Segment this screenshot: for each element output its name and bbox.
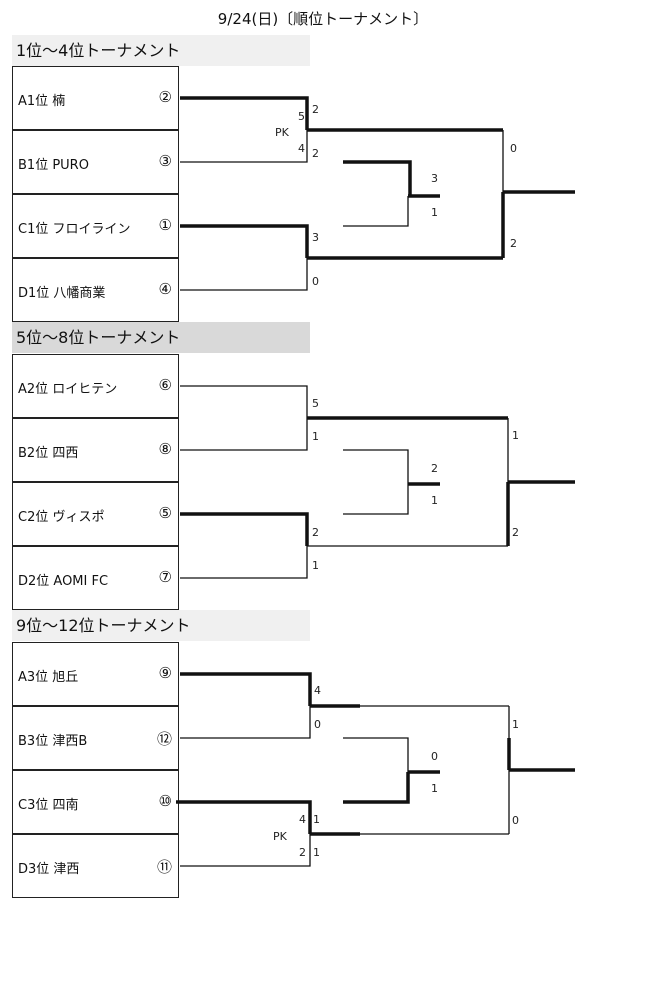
bracket-line [180, 96, 309, 130]
team-name: D2位 AOMI FC [18, 574, 109, 589]
bracket-line [180, 512, 309, 546]
bracket-line [343, 484, 409, 515]
team-box: A1位 楠 ② [12, 66, 179, 130]
score: 2 [431, 462, 438, 475]
bracket-line [343, 449, 409, 484]
score: 1 [512, 718, 519, 731]
score: 2 [312, 526, 319, 539]
team-box: D1位 八幡商業 ④ [12, 258, 179, 322]
pk-score: 4 [298, 142, 305, 155]
team-name: A2位 ロイヒテン [18, 382, 118, 397]
team-box: D2位 AOMI FC ⑦ [12, 546, 179, 610]
score: 0 [312, 275, 319, 288]
section-heading-5-8: 5位～8位トーナメント [12, 322, 310, 353]
team-name: B1位 PURO [18, 158, 89, 173]
team-name: A1位 楠 [18, 94, 66, 109]
team-name: C2位 ヴィスポ [18, 510, 105, 525]
bracket-line [180, 672, 312, 706]
team-name: D3位 津西 [18, 862, 80, 877]
score: 1 [431, 206, 438, 219]
score: 1 [431, 782, 438, 795]
score: 3 [431, 172, 438, 185]
pk-score: 4 [299, 813, 306, 826]
bracket-line [343, 196, 409, 227]
pk-score: 2 [299, 846, 306, 859]
score: 1 [512, 429, 519, 442]
pk-label: PK [275, 126, 290, 139]
pk-score: 5 [298, 110, 305, 123]
section-heading-1-4: 1位～4位トーナメント [12, 35, 310, 66]
team-seed: ⑪ [156, 858, 172, 876]
bracket-line [180, 418, 308, 451]
team-name: B2位 四西 [18, 446, 79, 461]
bracket-9-12: 4 0 1 1 4 2 PK 1 0 0 1 [176, 672, 575, 867]
bracket-line [343, 160, 412, 196]
team-seed: ① [158, 216, 172, 234]
team-box: C2位 ヴィスポ ⑤ [12, 482, 179, 546]
team-seed: ⑨ [158, 664, 172, 682]
team-name: B3位 津西B [18, 734, 88, 749]
score: 0 [510, 142, 517, 155]
score: 1 [313, 813, 320, 826]
score: 4 [314, 684, 321, 697]
bracket-line [180, 706, 311, 739]
team-name: D1位 八幡商業 [18, 286, 106, 301]
score: 1 [313, 846, 320, 859]
score: 2 [312, 103, 319, 116]
bracket-5-8: 5 1 2 1 1 2 2 1 [180, 385, 575, 579]
score: 1 [312, 559, 319, 572]
score: 0 [512, 814, 519, 827]
score: 1 [312, 430, 319, 443]
team-seed: ⑫ [156, 730, 172, 748]
team-seed: ② [158, 88, 172, 106]
score: 5 [312, 397, 319, 410]
team-seed: ④ [158, 280, 172, 298]
score: 0 [431, 750, 438, 763]
team-seed: ⑩ [158, 792, 172, 810]
section-heading-9-12: 9位～12位トーナメント [12, 610, 310, 641]
bracket-1-4: 2 2 5 4 PK 3 0 0 2 3 1 [180, 96, 575, 291]
team-seed: ⑧ [158, 440, 172, 458]
team-name: C3位 四南 [18, 798, 79, 813]
pk-label: PK [273, 830, 288, 843]
bracket-line [176, 800, 312, 834]
team-box: C1位 フロイライン ① [12, 194, 179, 258]
team-box: B2位 四西 ⑧ [12, 418, 179, 482]
team-box: B1位 PURO ③ [12, 130, 179, 194]
bracket-line [343, 772, 410, 804]
team-seed: ③ [158, 152, 172, 170]
score: 2 [510, 237, 517, 250]
bracket-line [180, 130, 308, 163]
team-box: B3位 津西B ⑫ [12, 706, 179, 770]
score: 2 [312, 147, 319, 160]
team-name: C1位 フロイライン [18, 222, 131, 237]
bracket-line [343, 737, 409, 772]
score: 2 [512, 526, 519, 539]
bracket-line [180, 834, 311, 867]
team-box: C3位 四南 ⑩ [12, 770, 179, 834]
team-box: A3位 旭丘 ⑨ [12, 642, 179, 706]
score: 1 [431, 494, 438, 507]
score: 3 [312, 231, 319, 244]
bracket-line [180, 385, 308, 418]
team-name: A3位 旭丘 [18, 670, 79, 685]
bracket-line [180, 224, 309, 258]
score: 0 [314, 718, 321, 731]
bracket-line [180, 546, 308, 579]
team-seed: ⑦ [158, 568, 172, 586]
team-seed: ⑤ [158, 504, 172, 522]
team-box: A2位 ロイヒテン ⑥ [12, 354, 179, 418]
team-seed: ⑥ [158, 376, 172, 394]
team-box: D3位 津西 ⑪ [12, 834, 179, 898]
bracket-line [180, 258, 308, 291]
page-title: 9/24(日)〔順位トーナメント〕 [217, 10, 429, 28]
